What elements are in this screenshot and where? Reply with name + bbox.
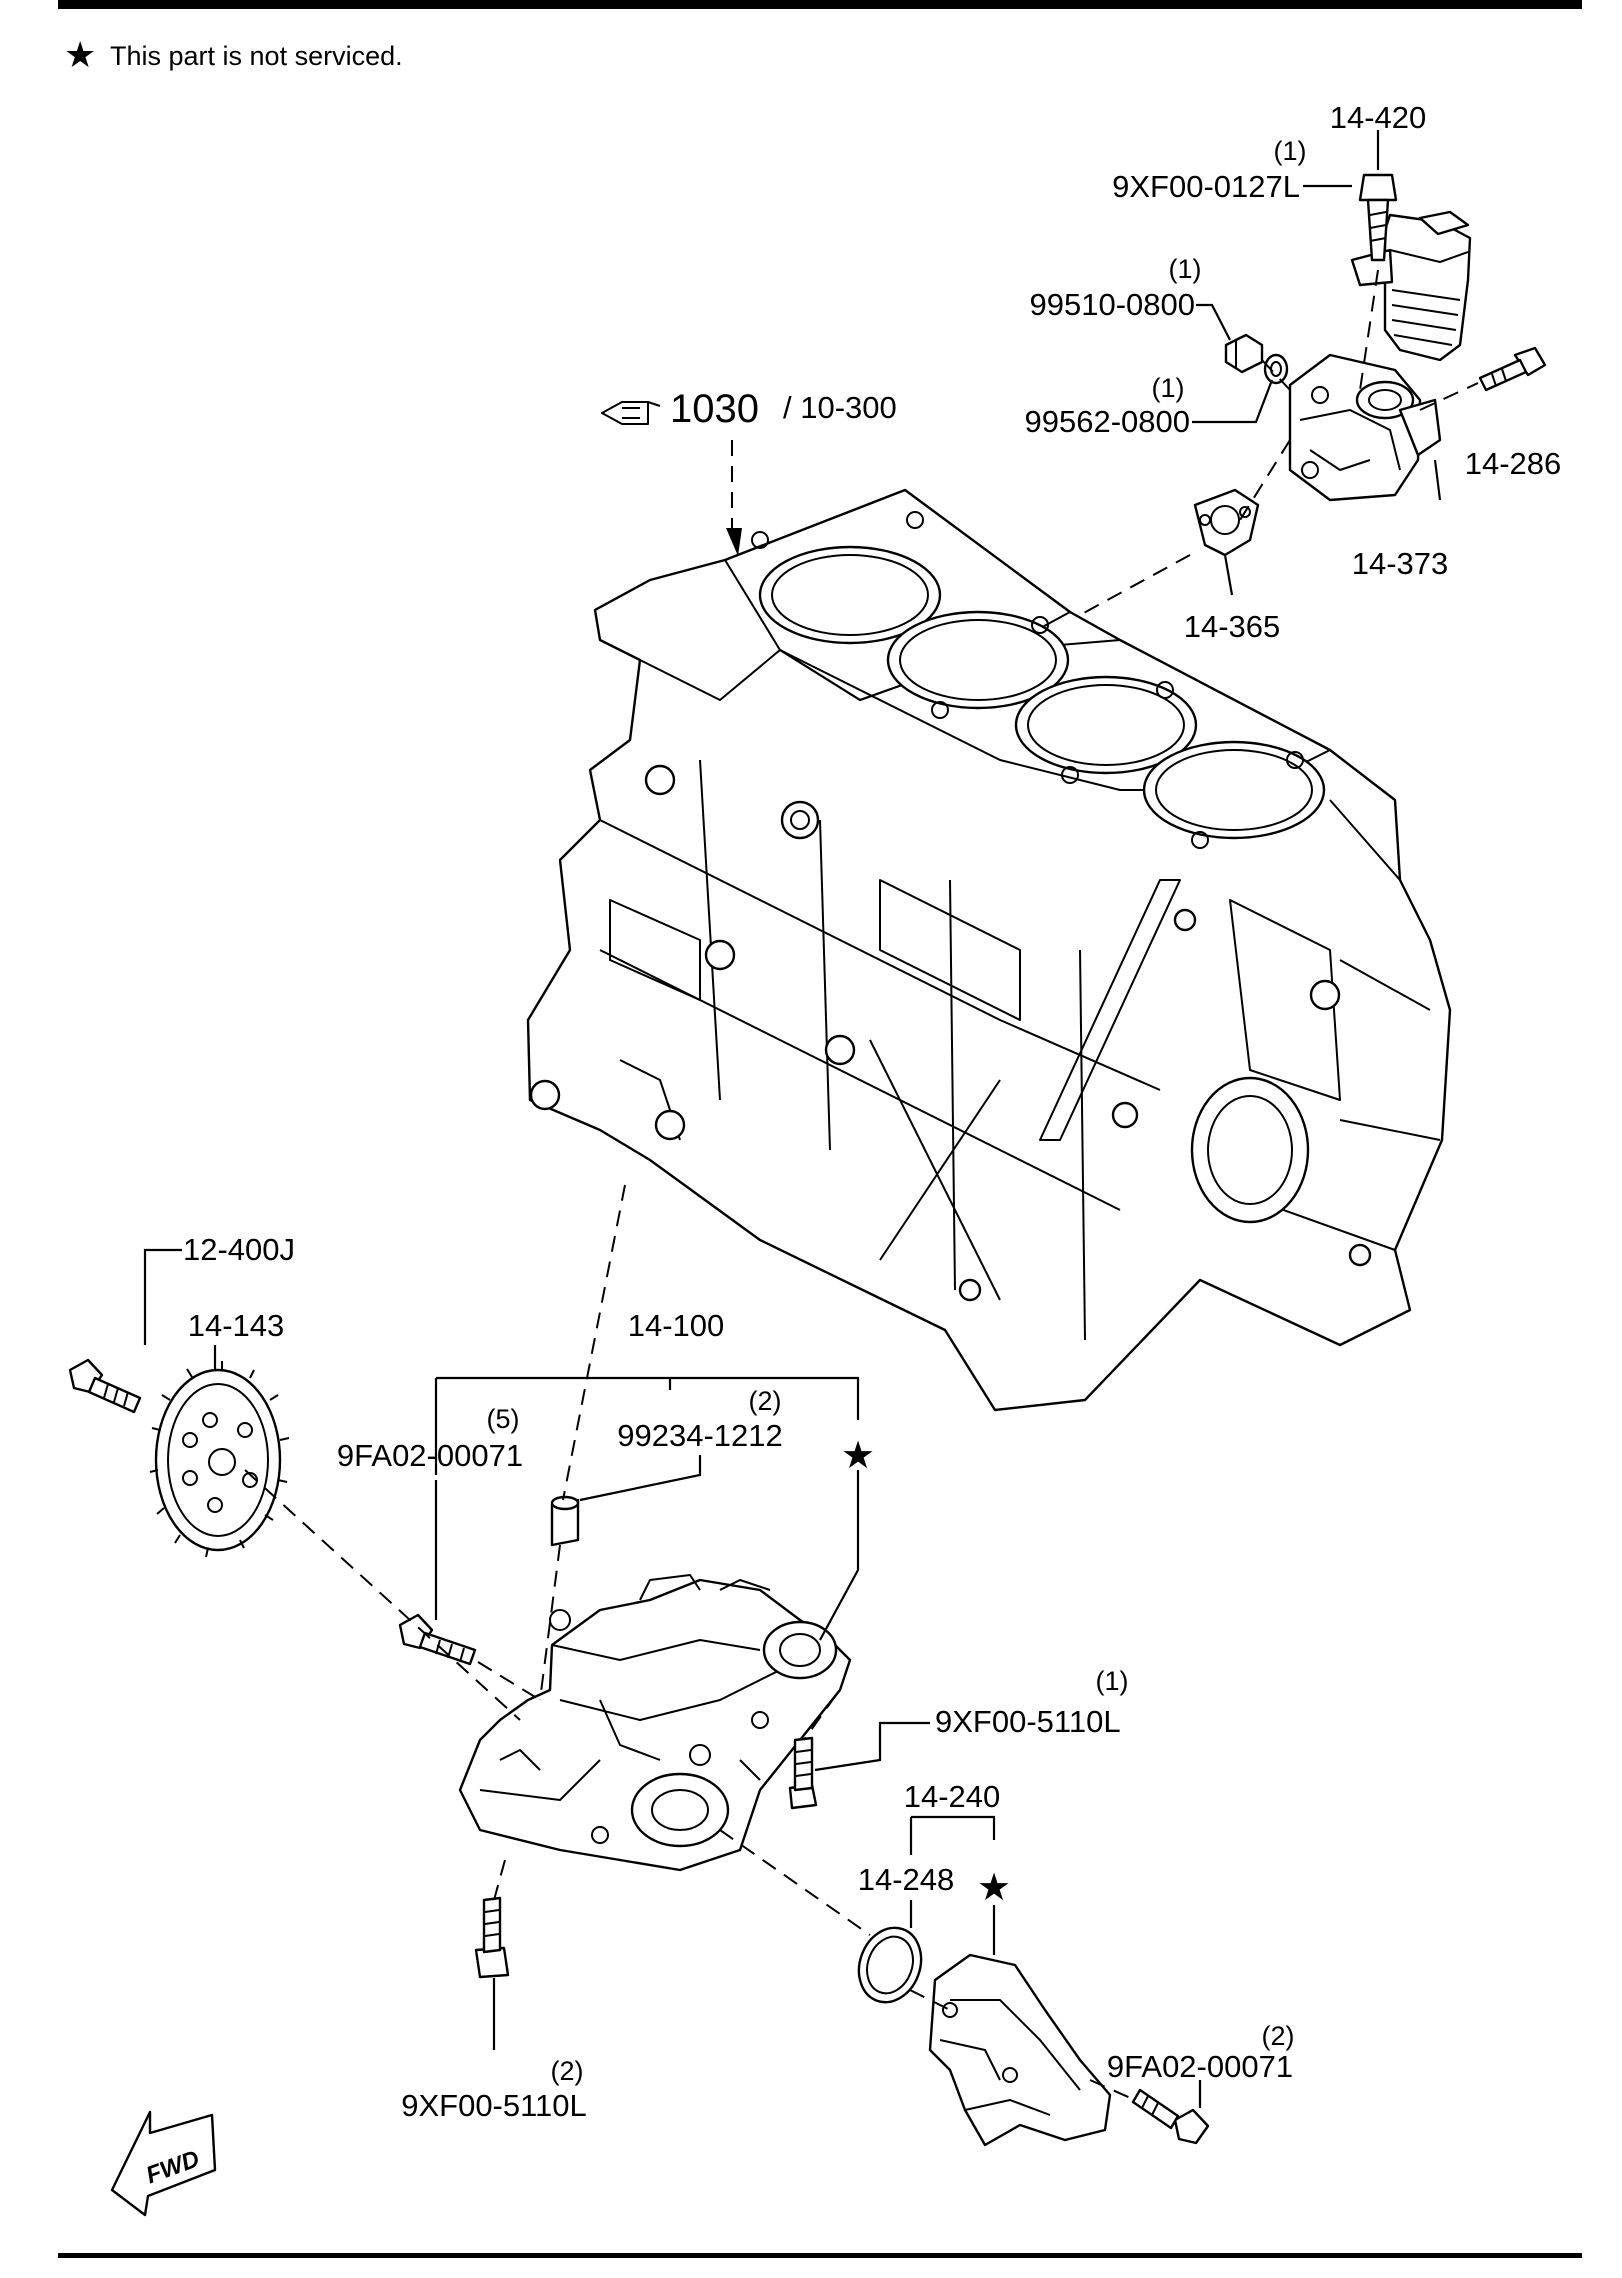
label-14-248: 14-248 xyxy=(858,1862,955,1897)
label-9xf00-5110l-side: 9XF00-5110L xyxy=(935,1704,1121,1739)
label-14-240: 14-240 xyxy=(904,1779,1001,1814)
note-star-icon: ★ xyxy=(64,34,96,75)
oil-pump-sprocket-14-143 xyxy=(149,1361,290,1558)
oil-passage-body-14-373 xyxy=(1288,353,1442,502)
dowel-pin-99234-1212 xyxy=(550,1495,580,1547)
qty-9xf00-5110l-bottom: (2) xyxy=(551,2056,584,2086)
star-strainer-icon: ★ xyxy=(977,1867,1011,1909)
label-14-420: 14-420 xyxy=(1330,100,1427,135)
qty-9fa02-00071-strainer: (2) xyxy=(1262,2021,1295,2051)
reference-section: / 10-300 xyxy=(783,390,897,425)
label-9fa02-00071-strainer: 9FA02-00071 xyxy=(1107,2049,1293,2084)
bolt-14-286 xyxy=(1478,346,1547,392)
callout-labels: 14-420 (1) 9XF00-0127L (1) 99510-0800 (1… xyxy=(183,100,1561,2123)
pump-bolt-9xf00-5110l-bottom xyxy=(474,1896,510,1979)
reference-number: 1030 xyxy=(670,387,759,431)
cylinder-block xyxy=(526,488,1452,1412)
bottom-rule xyxy=(58,2253,1582,2258)
label-99234-1212: 99234-1212 xyxy=(617,1418,783,1453)
qty-9xf00-5110l-side: (1) xyxy=(1096,1666,1129,1696)
sprocket-bolt-12-400j xyxy=(68,1358,142,1414)
top-rule xyxy=(58,0,1582,9)
o-ring-14-248 xyxy=(857,1926,923,2004)
label-99510-0800: 99510-0800 xyxy=(1030,287,1196,322)
label-14-286: 14-286 xyxy=(1465,446,1562,481)
label-14-373: 14-373 xyxy=(1352,546,1449,581)
pointing-hand-icon xyxy=(601,401,661,425)
label-14-100: 14-100 xyxy=(628,1308,725,1343)
plug-99510-0800 xyxy=(1224,333,1264,374)
oil-strainer-14-240 xyxy=(928,1953,1112,2147)
gasket-14-365 xyxy=(1193,488,1260,557)
note-text: This part is not serviced. xyxy=(110,41,403,71)
not-serviced-note: ★ This part is not serviced. xyxy=(64,34,403,75)
solenoid-bolt-9xf00-0127l xyxy=(1358,173,1398,262)
qty-99510-0800: (1) xyxy=(1169,254,1202,284)
label-9fa02-00071-pump: 9FA02-00071 xyxy=(337,1438,523,1473)
fwd-arrow-icon: FWD xyxy=(110,2110,217,2217)
label-12-400j: 12-400J xyxy=(183,1232,295,1267)
qty-99234-1212: (2) xyxy=(749,1386,782,1416)
pump-bolt-9xf00-5110l-side xyxy=(788,1736,818,1810)
label-99562-0800: 99562-0800 xyxy=(1025,404,1191,439)
qty-9fa02-00071-pump: (5) xyxy=(487,1404,520,1434)
strainer-bolt-9fa02-00071 xyxy=(1131,2088,1210,2145)
label-14-365: 14-365 xyxy=(1184,609,1281,644)
washer-99562-0800 xyxy=(1263,353,1289,385)
section-reference: 1030 / 10-300 xyxy=(601,387,897,556)
oil-pump-14-100 xyxy=(458,1574,852,1872)
star-pump-icon: ★ xyxy=(841,1435,875,1477)
qty-9xf00-0127l: (1) xyxy=(1274,136,1307,166)
label-14-143: 14-143 xyxy=(188,1308,285,1343)
label-9xf00-5110l-bottom: 9XF00-5110L xyxy=(401,2088,587,2123)
pump-bolt-9fa02-00071 xyxy=(398,1613,477,1666)
label-9xf00-0127l: 9XF00-0127L xyxy=(1112,169,1300,204)
qty-99562-0800: (1) xyxy=(1152,373,1185,403)
